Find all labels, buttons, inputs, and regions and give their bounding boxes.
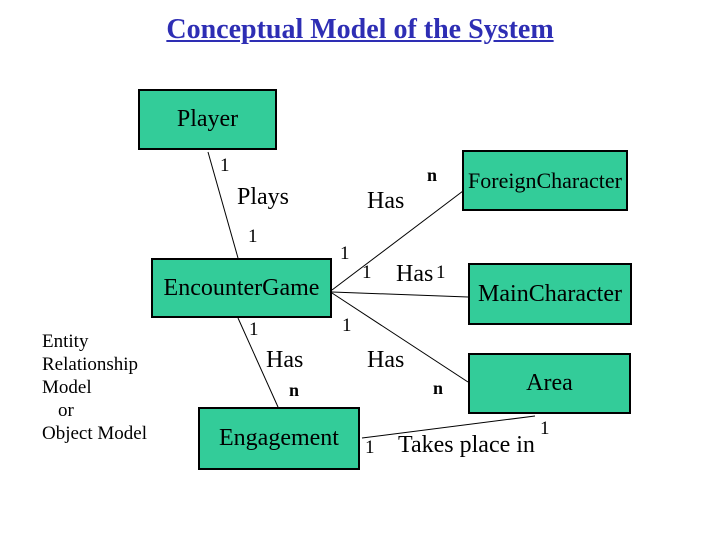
connector-player-encountergame — [207, 151, 239, 259]
connector-engagement-area — [361, 415, 536, 439]
side-note-line: or — [58, 400, 74, 421]
entity-player-label: Player — [176, 106, 239, 132]
side-note-line: Entity — [42, 331, 89, 352]
cardinality-has-engagement-from: 1 — [249, 319, 259, 340]
side-note-line: Model — [42, 377, 92, 398]
entity-area: Area — [468, 353, 631, 414]
connector-encountergame-engagement — [237, 317, 279, 408]
entity-foreign-character-label: ForeignCharacter — [468, 167, 622, 193]
cardinality-has-area-from: 1 — [342, 315, 352, 336]
relationship-takes-place-in-label: Takes place in — [398, 432, 535, 458]
entity-main-character: MainCharacter — [468, 263, 632, 325]
relationship-has-area-label: Has — [367, 347, 405, 373]
slide-title: Conceptual Model of the System — [166, 14, 554, 45]
relationship-has-main-label: Has — [396, 261, 434, 287]
connector-encountergame-area — [331, 292, 469, 383]
cardinality-has-engagement-to: n — [289, 380, 300, 400]
cardinality-has-foreign-to: n — [427, 165, 438, 185]
cardinality-has-foreign-from: 1 — [340, 243, 350, 264]
entity-main-character-label: MainCharacter — [478, 280, 622, 307]
relationship-has-foreign-label: Has — [367, 188, 405, 214]
entity-foreign-character: ForeignCharacter — [462, 150, 628, 211]
cardinality-has-main-from: 1 — [362, 262, 372, 283]
cardinality-has-main-to: 1 — [436, 262, 446, 283]
side-note-line: Relationship — [42, 354, 139, 375]
entity-area-label: Area — [526, 370, 573, 396]
entity-player: Player — [138, 89, 277, 150]
cardinality-takes-place-in-from: 1 — [365, 437, 375, 458]
connector-encountergame-maincharacter — [331, 291, 469, 298]
cardinality-takes-place-in-to: 1 — [540, 418, 550, 439]
cardinality-plays-from: 1 — [220, 155, 230, 176]
entity-engagement-label: Engagement — [219, 425, 339, 451]
connector-encountergame-foreigncharacter — [331, 190, 464, 291]
cardinality-has-area-to: n — [433, 378, 444, 398]
relationship-plays-label: Plays — [237, 184, 290, 210]
relationship-has-engagement-label: Has — [266, 347, 304, 373]
entity-encounter-game: EncounterGame — [151, 258, 332, 318]
entity-encounter-game-label: EncounterGame — [163, 274, 320, 301]
side-note-line: Object Model — [42, 423, 148, 444]
entity-engagement: Engagement — [198, 407, 360, 470]
side-note: Entity Relationship Model or Object Mode… — [42, 330, 147, 445]
cardinality-plays-to: 1 — [248, 226, 258, 247]
